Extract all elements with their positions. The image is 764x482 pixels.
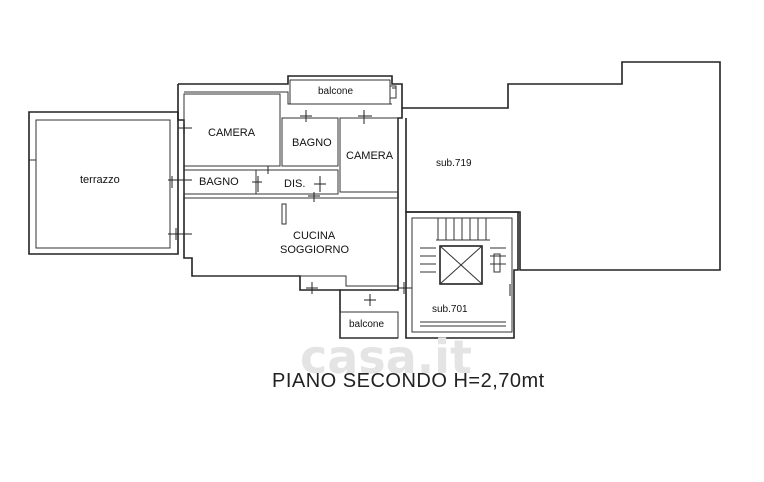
- bagno-2-label: BAGNO: [199, 176, 239, 188]
- terrazzo-label: terrazzo: [80, 174, 120, 186]
- soggiorno-label: SOGGIORNO: [280, 244, 350, 256]
- casa-watermark: casa.it: [300, 330, 472, 384]
- terrazzo-area: [28, 111, 179, 255]
- stairwell: [405, 211, 519, 339]
- balcone-top-label: balcone: [318, 86, 353, 97]
- camera-1-label: CAMERA: [208, 127, 256, 139]
- elevator-shaft: [439, 245, 483, 285]
- cucina-label: CUCINA: [293, 230, 336, 242]
- apartment-walls: [177, 75, 403, 339]
- camera-2-label: CAMERA: [346, 150, 394, 162]
- balcone-bottom-label: balcone: [349, 319, 384, 330]
- floor-caption: PIANO SECONDO H=2,70mt: [272, 370, 545, 392]
- sub-701-label: sub.701: [432, 304, 468, 315]
- door-marks: [168, 110, 511, 306]
- dis-label: DIS.: [284, 178, 305, 190]
- bagno-1-label: BAGNO: [292, 137, 332, 149]
- sub-719-label: sub.719: [436, 158, 472, 169]
